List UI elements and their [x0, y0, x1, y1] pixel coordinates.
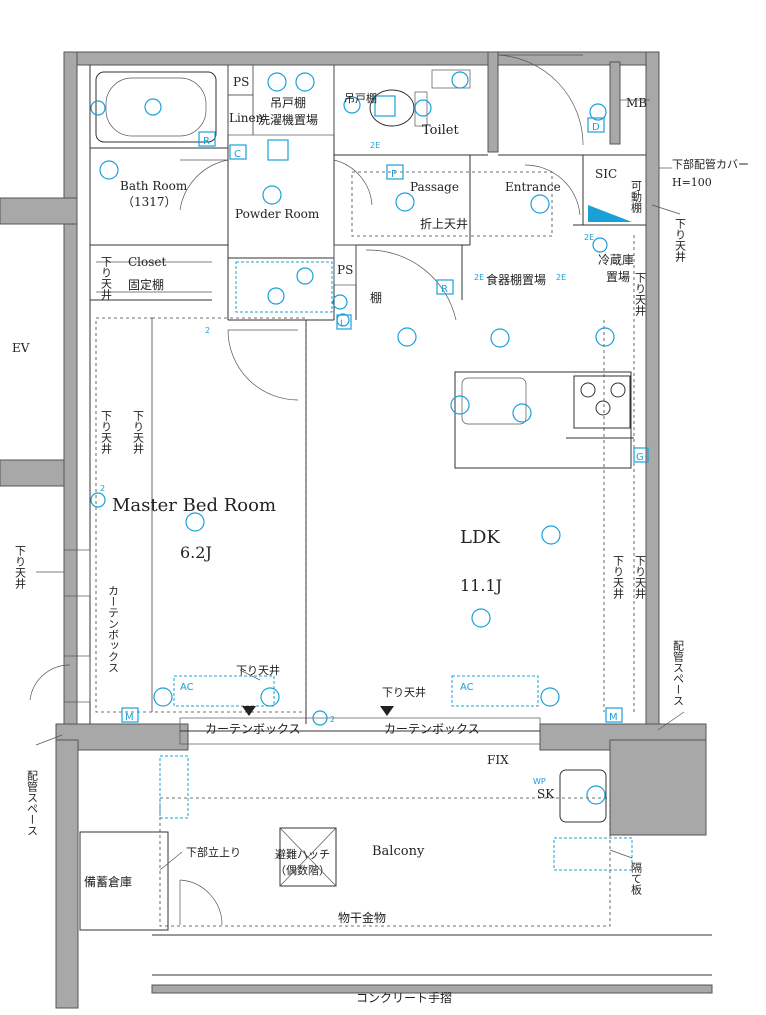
mark-wp: WP — [533, 777, 546, 786]
mark-m: M — [125, 712, 134, 723]
mark-ac: AC — [180, 682, 194, 693]
label-partition: 隔て板 — [630, 862, 643, 896]
label-pipe-cover-1: 下部配管カバー — [672, 157, 749, 171]
label-fix: FIX — [487, 753, 509, 767]
label-storage: 備蓄倉庫 — [84, 874, 132, 889]
label-bath-size: （1317） — [122, 195, 177, 209]
label-lowered-ceiling: 下り天井 — [634, 555, 647, 600]
label-movable-shelf: 可動棚 — [630, 180, 643, 214]
label-drying-hardware: 物干金物 — [338, 910, 386, 925]
label-handrail: コンクリート手摺 — [356, 990, 452, 1005]
label-powder-room: Powder Room — [235, 207, 320, 221]
label-lowered-ceiling: 下り天井 — [100, 256, 113, 301]
mark-r: R — [203, 136, 210, 147]
label-ps-mid: PS — [337, 263, 353, 277]
electrical-symbols — [90, 71, 649, 871]
label-lower-riser: 下部立上り — [186, 845, 241, 859]
mark-2e: 2E — [370, 141, 380, 150]
label-hanging-shelf-2: 洗濯機置場 — [258, 112, 318, 127]
label-folding-ceiling: 折上天井 — [420, 216, 468, 231]
label-tana: 棚 — [370, 290, 382, 305]
label-piping-space-right: 配管スペース — [672, 640, 685, 706]
exterior-walls — [0, 51, 713, 1009]
label-balcony: Balcony — [372, 844, 425, 859]
label-toilet: Toilet — [422, 123, 459, 138]
label-closet: Closet — [128, 255, 167, 269]
door-swings — [29, 54, 584, 926]
leader-lines — [35, 99, 685, 871]
mark-g: G — [636, 452, 644, 463]
fixtures — [63, 69, 712, 976]
label-master-bed: Master Bed Room — [112, 495, 276, 516]
label-lowered-ceiling: 下り天井 — [674, 218, 687, 263]
label-curtain-box-1: カーテンボックス — [205, 722, 301, 736]
label-lowered-ceiling: 下り天井 — [612, 555, 625, 600]
mark-m: M — [609, 712, 618, 723]
label-sk: SK — [537, 787, 555, 801]
label-lowered-ceiling: 下り天井 — [382, 685, 426, 699]
label-ldk: LDK — [460, 527, 500, 548]
label-lowered-ceiling: 下り天井 — [132, 410, 145, 455]
label-hanging-shelf-1: 吊戸棚 — [270, 95, 306, 110]
label-fridge-1: 冷蔵庫 — [598, 253, 634, 267]
label-pantry-space: 食器棚置場 — [486, 272, 546, 287]
label-fixed-shelf: 固定棚 — [128, 277, 164, 292]
label-lowered-ceiling: 下り天井 — [100, 410, 113, 455]
label-linen: Linen — [229, 111, 264, 125]
mark-c: C — [234, 149, 241, 160]
label-curtain-box-2: カーテンボックス — [384, 722, 480, 736]
label-mb: MB — [626, 96, 647, 110]
label-sic: SIC — [595, 167, 617, 181]
label-lowered-ceiling: 下り天井 — [236, 663, 280, 677]
mark-2e: 2E — [584, 233, 594, 242]
label-ldk-size: 11.1J — [460, 576, 502, 595]
label-master-size: 6.2J — [180, 543, 212, 562]
label-passage: Passage — [410, 180, 459, 194]
mark-ac: AC — [460, 682, 474, 693]
label-pipe-cover-2: H=100 — [672, 176, 712, 189]
label-ps-top: PS — [233, 75, 249, 89]
label-bath-room: Bath Room — [120, 179, 188, 193]
label-ev: EV — [12, 341, 30, 355]
mark-l: L — [340, 319, 345, 329]
label-lowered-ceiling: 下り天井 — [14, 545, 27, 590]
label-piping-space-left: 配管スペース — [26, 770, 39, 836]
label-escape-hatch-1: 避難ハッチ — [275, 847, 330, 861]
mark-d: D — [592, 122, 600, 133]
mark-2e: 2E — [474, 273, 484, 282]
label-fridge-2: 置場 — [606, 270, 630, 284]
mark-2: 2 — [205, 326, 210, 335]
interior-walls — [89, 64, 646, 724]
room-labels: PS Linen Bath Room （1317） 吊戸棚 洗濯機置場 吊戸棚 … — [12, 75, 749, 1005]
label-escape-hatch-2: （偶数階） — [275, 863, 330, 877]
label-curtain-box-vertical: カーテンボックス — [107, 585, 120, 673]
fixture-marks: R C D F R G M M L AC AC WP 2E 2E 2E 2E 2… — [100, 122, 644, 786]
mark-2: 2 — [100, 484, 105, 493]
mark-2: 2 — [330, 715, 335, 724]
lowered-ceiling-labels: 下り天井 下り天井 下り天井 下り天井 下り天井 下り天井 下り天井 下り天井 … — [14, 218, 687, 716]
marker-triangle — [380, 706, 394, 716]
mark-r: R — [441, 284, 448, 295]
mark-f: F — [391, 169, 397, 180]
label-toilet-shelf: 吊戸棚 — [344, 91, 377, 105]
marker-triangle — [242, 706, 256, 716]
mark-2e: 2E — [556, 273, 566, 282]
label-lowered-ceiling: 下り天井 — [634, 272, 647, 317]
label-entrance: Entrance — [505, 180, 561, 194]
